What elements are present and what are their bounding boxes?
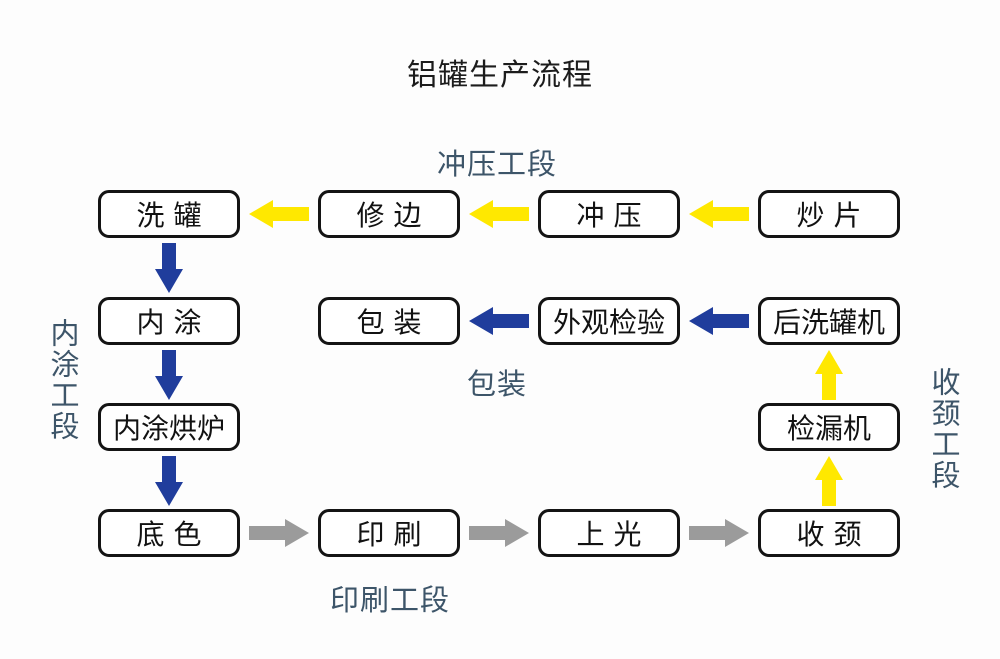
node-sheet-fry: 炒 片	[758, 190, 900, 238]
node-print-label: 印 刷	[356, 518, 422, 551]
arrow-leak-test-to-post-wash-icon	[815, 350, 843, 400]
node-base-color-label: 底 色	[136, 518, 202, 551]
node-inner-coat-label: 内 涂	[136, 306, 202, 339]
node-pack-label: 包 装	[356, 306, 422, 339]
node-coat-oven-label: 内涂烘炉	[112, 412, 225, 445]
node-sheet-fry-label: 炒 片	[796, 199, 862, 232]
node-inner-coat: 内 涂	[98, 297, 240, 345]
node-coat-oven: 内涂烘炉	[98, 403, 240, 451]
node-trim: 修 边	[318, 190, 460, 238]
arrow-varnish-to-neck-icon	[689, 519, 749, 547]
arrow-base-color-to-print-icon	[249, 519, 309, 547]
node-trim-label: 修 边	[356, 199, 422, 232]
node-varnish: 上 光	[538, 509, 680, 557]
section-label-printing: 印刷工段	[329, 583, 450, 617]
section-label-necking: 收颈工段	[927, 367, 961, 491]
node-neck: 收 颈	[758, 509, 900, 557]
node-print: 印 刷	[318, 509, 460, 557]
node-base-color: 底 色	[98, 509, 240, 557]
node-leak-test-label: 检漏机	[786, 412, 871, 445]
node-stamp-label: 冲 压	[576, 199, 642, 232]
arrow-trim-to-wash-can-icon	[249, 200, 309, 228]
arrow-neck-to-leak-test-icon	[815, 456, 843, 506]
node-wash-can: 洗 罐	[98, 190, 240, 238]
node-post-wash: 后洗罐机	[758, 297, 900, 345]
arrow-stamp-to-trim-icon	[469, 200, 529, 228]
node-leak-test: 检漏机	[758, 403, 900, 451]
node-visual-inspect: 外观检验	[538, 297, 680, 345]
node-pack: 包 装	[318, 297, 460, 345]
arrow-inner-coat-to-coat-oven-icon	[155, 350, 183, 400]
page-title: 铝罐生产流程	[407, 58, 593, 93]
node-wash-can-label: 洗 罐	[136, 199, 202, 232]
node-varnish-label: 上 光	[576, 518, 642, 551]
node-visual-inspect-label: 外观检验	[552, 306, 665, 339]
section-label-packing: 包装	[466, 367, 527, 401]
node-post-wash-label: 后洗罐机	[772, 306, 885, 339]
section-label-inner-coating: 内涂工段	[46, 318, 80, 442]
node-stamp: 冲 压	[538, 190, 680, 238]
arrow-wash-can-to-inner-coat-icon	[155, 243, 183, 293]
arrow-sheet-fry-to-stamp-icon	[689, 200, 749, 228]
arrow-visual-inspect-to-pack-icon	[469, 307, 529, 335]
arrow-print-to-varnish-icon	[469, 519, 529, 547]
node-neck-label: 收 颈	[796, 518, 862, 551]
arrow-coat-oven-to-base-color-icon	[155, 456, 183, 506]
arrow-post-wash-to-visual-inspect-icon	[689, 307, 749, 335]
section-label-stamping: 冲压工段	[436, 147, 557, 181]
